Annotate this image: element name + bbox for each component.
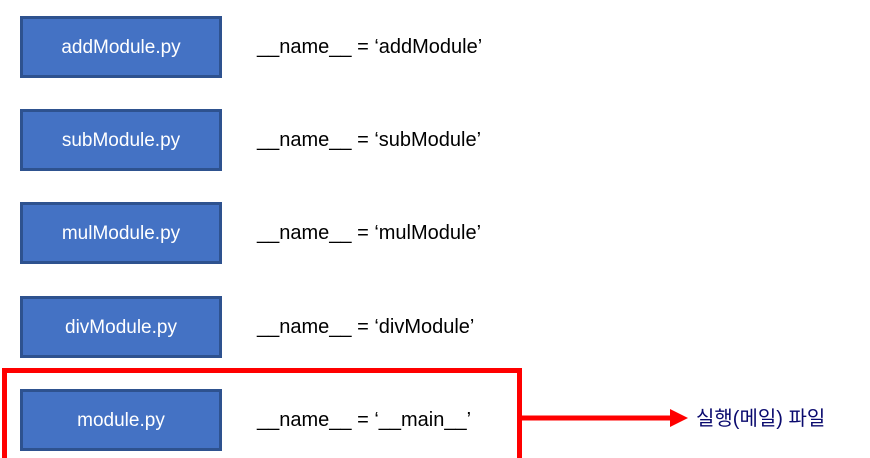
module-box-divmodule[interactable]: divModule.py	[20, 296, 222, 358]
annotation-caption: 실행(메일) 파일	[696, 408, 826, 430]
module-row: subModule.py __name__ = ‘subModule’	[0, 109, 870, 171]
module-file-label: addModule.py	[61, 36, 181, 58]
name-expression: __name__ = ‘mulModule’	[257, 221, 482, 244]
name-expression: __name__ = ‘subModule’	[257, 128, 482, 151]
highlight-rectangle	[2, 368, 522, 458]
module-file-label: subModule.py	[61, 129, 181, 151]
module-box-addmodule[interactable]: addModule.py	[20, 16, 222, 78]
name-expression: __name__ = ‘divModule’	[257, 315, 475, 338]
module-row: mulModule.py __name__ = ‘mulModule’	[0, 202, 870, 264]
module-box-mulmodule[interactable]: mulModule.py	[20, 202, 222, 264]
module-box-module[interactable]: module.py	[20, 389, 222, 451]
module-file-label: divModule.py	[65, 316, 177, 338]
module-file-label: module.py	[77, 409, 165, 431]
name-expression: __name__ = ‘addModule’	[257, 35, 483, 58]
module-file-label: mulModule.py	[61, 222, 181, 244]
arrow-right-icon	[520, 404, 692, 434]
name-expression: __name__ = ‘__main__’	[257, 408, 472, 431]
module-row: module.py __name__ = ‘__main__’	[0, 389, 870, 451]
module-box-submodule[interactable]: subModule.py	[20, 109, 222, 171]
module-row: divModule.py __name__ = ‘divModule’	[0, 296, 870, 358]
module-row: addModule.py __name__ = ‘addModule’	[0, 16, 870, 78]
